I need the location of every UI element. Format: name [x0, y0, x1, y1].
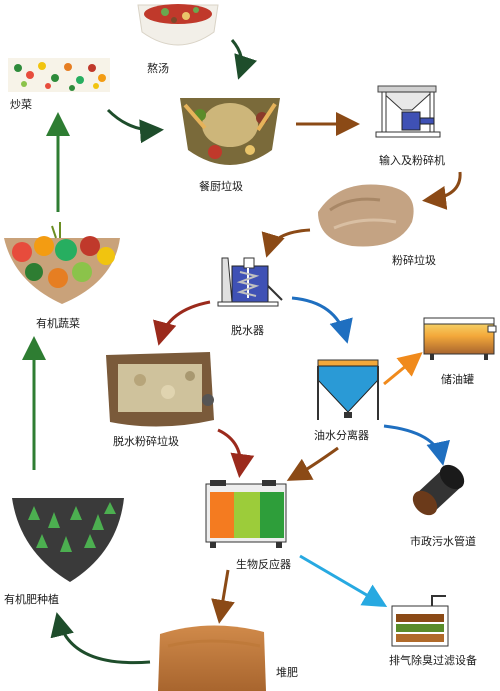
arrow-crusher-to-crushed	[422, 171, 462, 210]
organic-planting-image	[12, 498, 124, 582]
kitchen-waste-image	[180, 98, 280, 165]
soup-image	[137, 4, 219, 46]
crusher-image	[375, 85, 441, 138]
arrow-separator-to-sewer	[383, 424, 450, 466]
arrow-dehydrator-to-separator	[291, 296, 353, 344]
oil-tank-label: 储油罐	[441, 373, 474, 386]
organic-vegetables-label: 有机蔬菜	[36, 317, 80, 330]
deodor-filter-image	[391, 595, 449, 647]
crushed-waste-image	[318, 184, 414, 247]
arrow-crushed-to-dehydrator	[261, 228, 311, 258]
sewer-label: 市政污水管道	[410, 535, 476, 548]
oil-water-separator-label: 油水分离器	[314, 429, 369, 442]
kitchen-waste-label: 餐厨垃圾	[199, 180, 243, 193]
arrow-compost-to-planting	[50, 612, 151, 665]
compost-label: 堆肥	[276, 666, 298, 679]
dewatered-waste-label: 脱水粉碎垃圾	[113, 435, 179, 448]
compost-image	[158, 625, 266, 691]
arrow-dewatered-to-bioreactor	[217, 428, 255, 478]
bioreactor-label: 生物反应器	[236, 558, 291, 571]
organic-vegetables-image	[4, 222, 120, 304]
arrow-bioreactor-to-compost	[211, 569, 235, 624]
arrow-stirfry-to-waste	[106, 108, 164, 144]
crusher-label: 输入及粉碎机	[379, 154, 445, 167]
sewer-pipe-image	[412, 464, 465, 516]
arrow-separator-to-oiltank	[383, 352, 423, 386]
dewatered-waste-image	[106, 352, 214, 427]
dehydrator-label: 脱水器	[231, 324, 264, 337]
oil-tank-image	[423, 317, 497, 360]
arrow-soup-to-waste	[230, 39, 258, 80]
bioreactor-image	[205, 480, 287, 548]
stir-fry-label: 炒菜	[10, 98, 32, 111]
arrow-dehydrator-to-dewatered	[153, 300, 211, 346]
organic-planting-label: 有机肥种植	[4, 593, 59, 606]
stir-fry-image	[8, 58, 110, 92]
soup-label: 熬汤	[147, 62, 169, 75]
arrow-separator-to-bioreactor	[286, 446, 339, 481]
oil-water-separator-image	[317, 359, 379, 420]
crushed-waste-label: 粉碎垃圾	[392, 254, 436, 267]
dehydrator-image	[217, 257, 283, 307]
arrow-bioreactor-to-filter	[299, 554, 388, 608]
deodor-filter-label: 排气除臭过滤设备	[389, 654, 477, 667]
